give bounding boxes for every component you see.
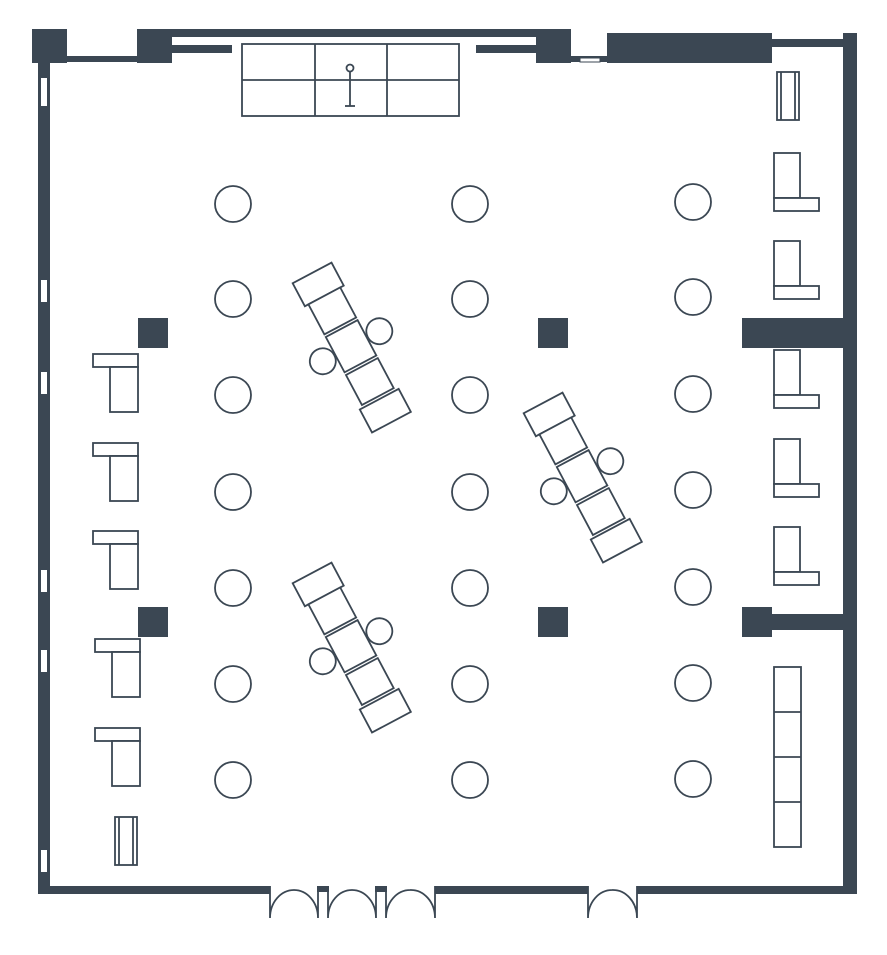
chaise-seat (773, 152, 820, 212)
door-post-1 (317, 886, 329, 892)
column-2 (538, 318, 568, 348)
lounge-group-2 (502, 380, 664, 575)
stage (241, 43, 460, 117)
round-table (214, 473, 252, 511)
right-seating (773, 71, 820, 848)
chaise-seat (94, 727, 141, 787)
top-wall-right-block (607, 33, 772, 63)
round-table (214, 280, 252, 318)
top-wall-ledge-left (172, 45, 232, 53)
chaise-seat (92, 442, 139, 502)
small-bench (776, 71, 800, 121)
right-wall (843, 33, 857, 893)
structural-columns (138, 318, 772, 637)
top-wall-ledge-right (476, 45, 536, 53)
top-wall-gap (579, 57, 601, 63)
partition-upper-bar (772, 325, 843, 341)
round-table (674, 375, 712, 413)
microphone-icon (345, 63, 355, 107)
round-table (214, 665, 252, 703)
round-table (674, 183, 712, 221)
column-4 (538, 607, 568, 637)
round-table (451, 473, 489, 511)
door-2 (327, 886, 377, 919)
chaise-seat (92, 353, 139, 413)
partition-lower-bar (772, 614, 843, 630)
round-table (214, 185, 252, 223)
lounge-group-1 (271, 250, 433, 445)
top-wall-thin (137, 29, 571, 37)
left-wall-window-2 (41, 280, 47, 302)
left-wall (38, 45, 50, 893)
round-table (214, 376, 252, 414)
left-wall-window-1 (41, 78, 47, 106)
left-wall-window-3 (41, 372, 47, 394)
left-wall-window-4 (41, 570, 47, 592)
top-wall-right (772, 39, 852, 47)
door-1 (269, 886, 319, 919)
table-column-center (451, 185, 489, 799)
cocktail-tables (214, 183, 712, 799)
chaise-seat (92, 530, 139, 590)
left-wall-window-5 (41, 650, 47, 672)
round-table (451, 761, 489, 799)
bottom-wall-right (637, 886, 857, 894)
bottom-wall-left (38, 886, 270, 894)
round-table (214, 569, 252, 607)
bottom-wall-mid (435, 886, 588, 894)
column-1 (138, 318, 168, 348)
top-wall-left (60, 56, 142, 62)
round-table (674, 471, 712, 509)
round-table (451, 185, 489, 223)
round-table (674, 278, 712, 316)
table-column-right (674, 183, 712, 798)
chaise-seat (773, 438, 820, 498)
walls (32, 29, 857, 894)
chaise-seat (773, 240, 820, 300)
round-table (674, 568, 712, 606)
round-table (214, 761, 252, 799)
bar-counter (773, 666, 802, 848)
round-table (451, 280, 489, 318)
chaise-seat (773, 349, 820, 409)
door-4 (587, 886, 638, 919)
door-post-2 (375, 886, 387, 892)
table-column-left (214, 185, 252, 799)
chaise-seat (773, 526, 820, 586)
small-bench (114, 816, 138, 866)
column-5 (742, 607, 772, 637)
lounge-group-3 (271, 550, 433, 745)
round-table (451, 376, 489, 414)
left-wall-window-6 (41, 850, 47, 872)
round-table (451, 569, 489, 607)
round-table (674, 664, 712, 702)
door-3 (385, 886, 436, 919)
entry-doors (269, 886, 638, 919)
round-table (674, 760, 712, 798)
chaise-seat (94, 638, 141, 698)
round-table (451, 665, 489, 703)
left-seating (92, 353, 141, 866)
column-3 (138, 607, 168, 637)
top-pillar-right (536, 29, 571, 63)
